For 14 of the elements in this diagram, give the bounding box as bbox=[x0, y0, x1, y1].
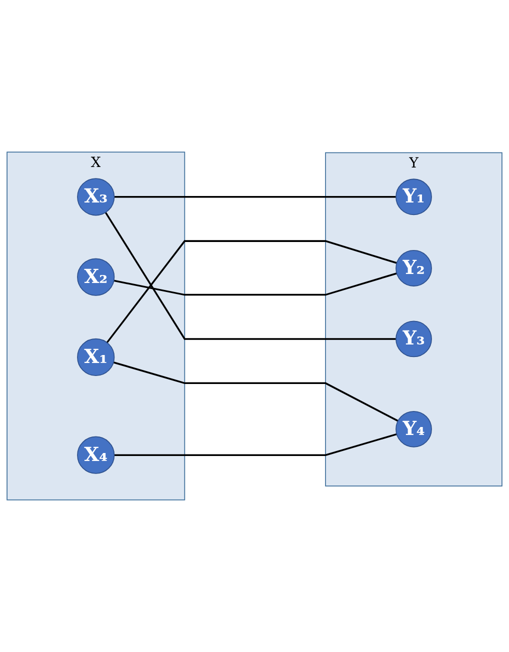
node-circle: X₂ bbox=[77, 258, 115, 296]
connector bbox=[114, 196, 396, 198]
connector bbox=[104, 212, 396, 340]
node-circle: Y₃ bbox=[396, 320, 432, 358]
connector bbox=[113, 362, 398, 422]
node-circle: Y₁ bbox=[396, 178, 432, 216]
node-circle: Y₂ bbox=[396, 250, 432, 286]
connector bbox=[106, 240, 398, 344]
connector bbox=[114, 272, 397, 296]
node-circle: X₄ bbox=[77, 436, 115, 474]
node-circle: X₁ bbox=[77, 338, 115, 376]
node-circle: X₃ bbox=[77, 178, 115, 216]
node-circle: Y₄ bbox=[396, 410, 432, 448]
connector bbox=[114, 433, 397, 456]
